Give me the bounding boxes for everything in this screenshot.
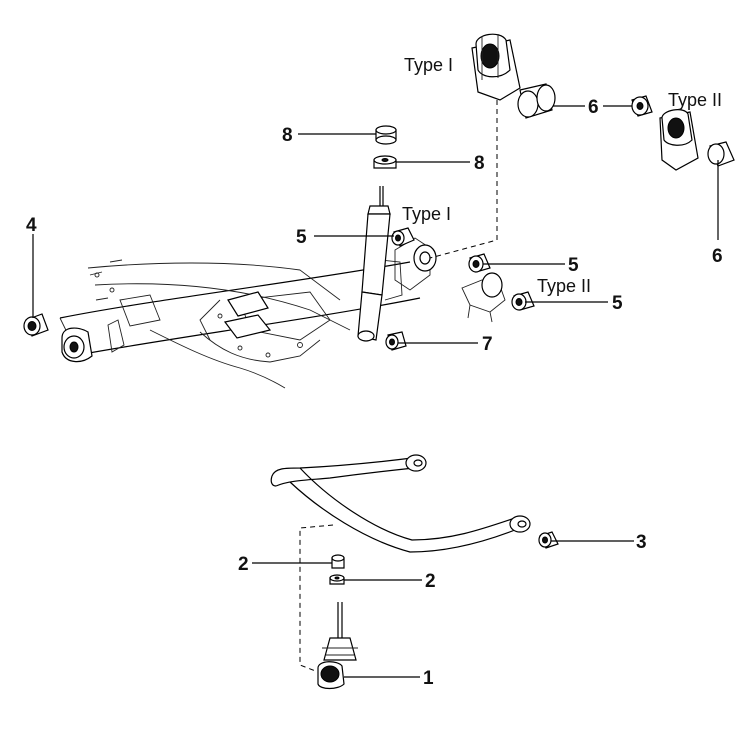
type-label-shackle-2: Type II [668,90,722,110]
stabilizer-bar [270,454,531,553]
callout-8-upper: 8 [282,125,293,146]
callout-leaders [32,105,719,678]
callout-8-lower: 8 [474,153,485,174]
assembly-dashed-line-upper [429,100,498,259]
cushion-part-2-upper [331,554,345,569]
callout-7: 7 [482,334,493,355]
callout-2-lower: 2 [425,571,436,592]
callout-6-upper: 6 [588,97,599,118]
shackle-type-1 [471,33,556,119]
stabilizer-link [322,602,358,661]
bushing-part-7 [385,331,407,351]
bushing-part-3 [538,531,559,549]
type-2-lower-mount [461,253,535,323]
shackle-type-2 [631,95,735,171]
spring-seat-plates [223,291,272,339]
callout-4: 4 [26,215,37,236]
chassis-frame [59,237,431,389]
cushion-part-8-lower [373,155,397,169]
callout-6-right: 6 [712,246,723,267]
type-label-mount-2: Type II [537,276,591,296]
callout-1: 1 [423,668,434,689]
type-label-shock-1: Type I [402,204,451,224]
callout-5-mount-lower: 5 [612,293,623,314]
assembly-dashed-line-lower [299,524,334,673]
callout-3: 3 [636,532,647,553]
callout-5-shock: 5 [296,227,307,248]
bushing-part-1 [317,661,345,690]
callout-5-mount-upper: 5 [568,255,579,276]
type-label-shackle-1: Type I [404,55,453,75]
cushion-part-2-lower [329,574,345,585]
shock-absorber [357,186,391,342]
cushion-part-8-upper [375,125,397,145]
rear-eye-bushing [413,244,437,272]
frame-eye-bushing [61,319,125,363]
bushing-part-5-type-1 [391,227,415,247]
bushing-part-4 [23,313,49,337]
callout-2-upper: 2 [238,554,249,575]
